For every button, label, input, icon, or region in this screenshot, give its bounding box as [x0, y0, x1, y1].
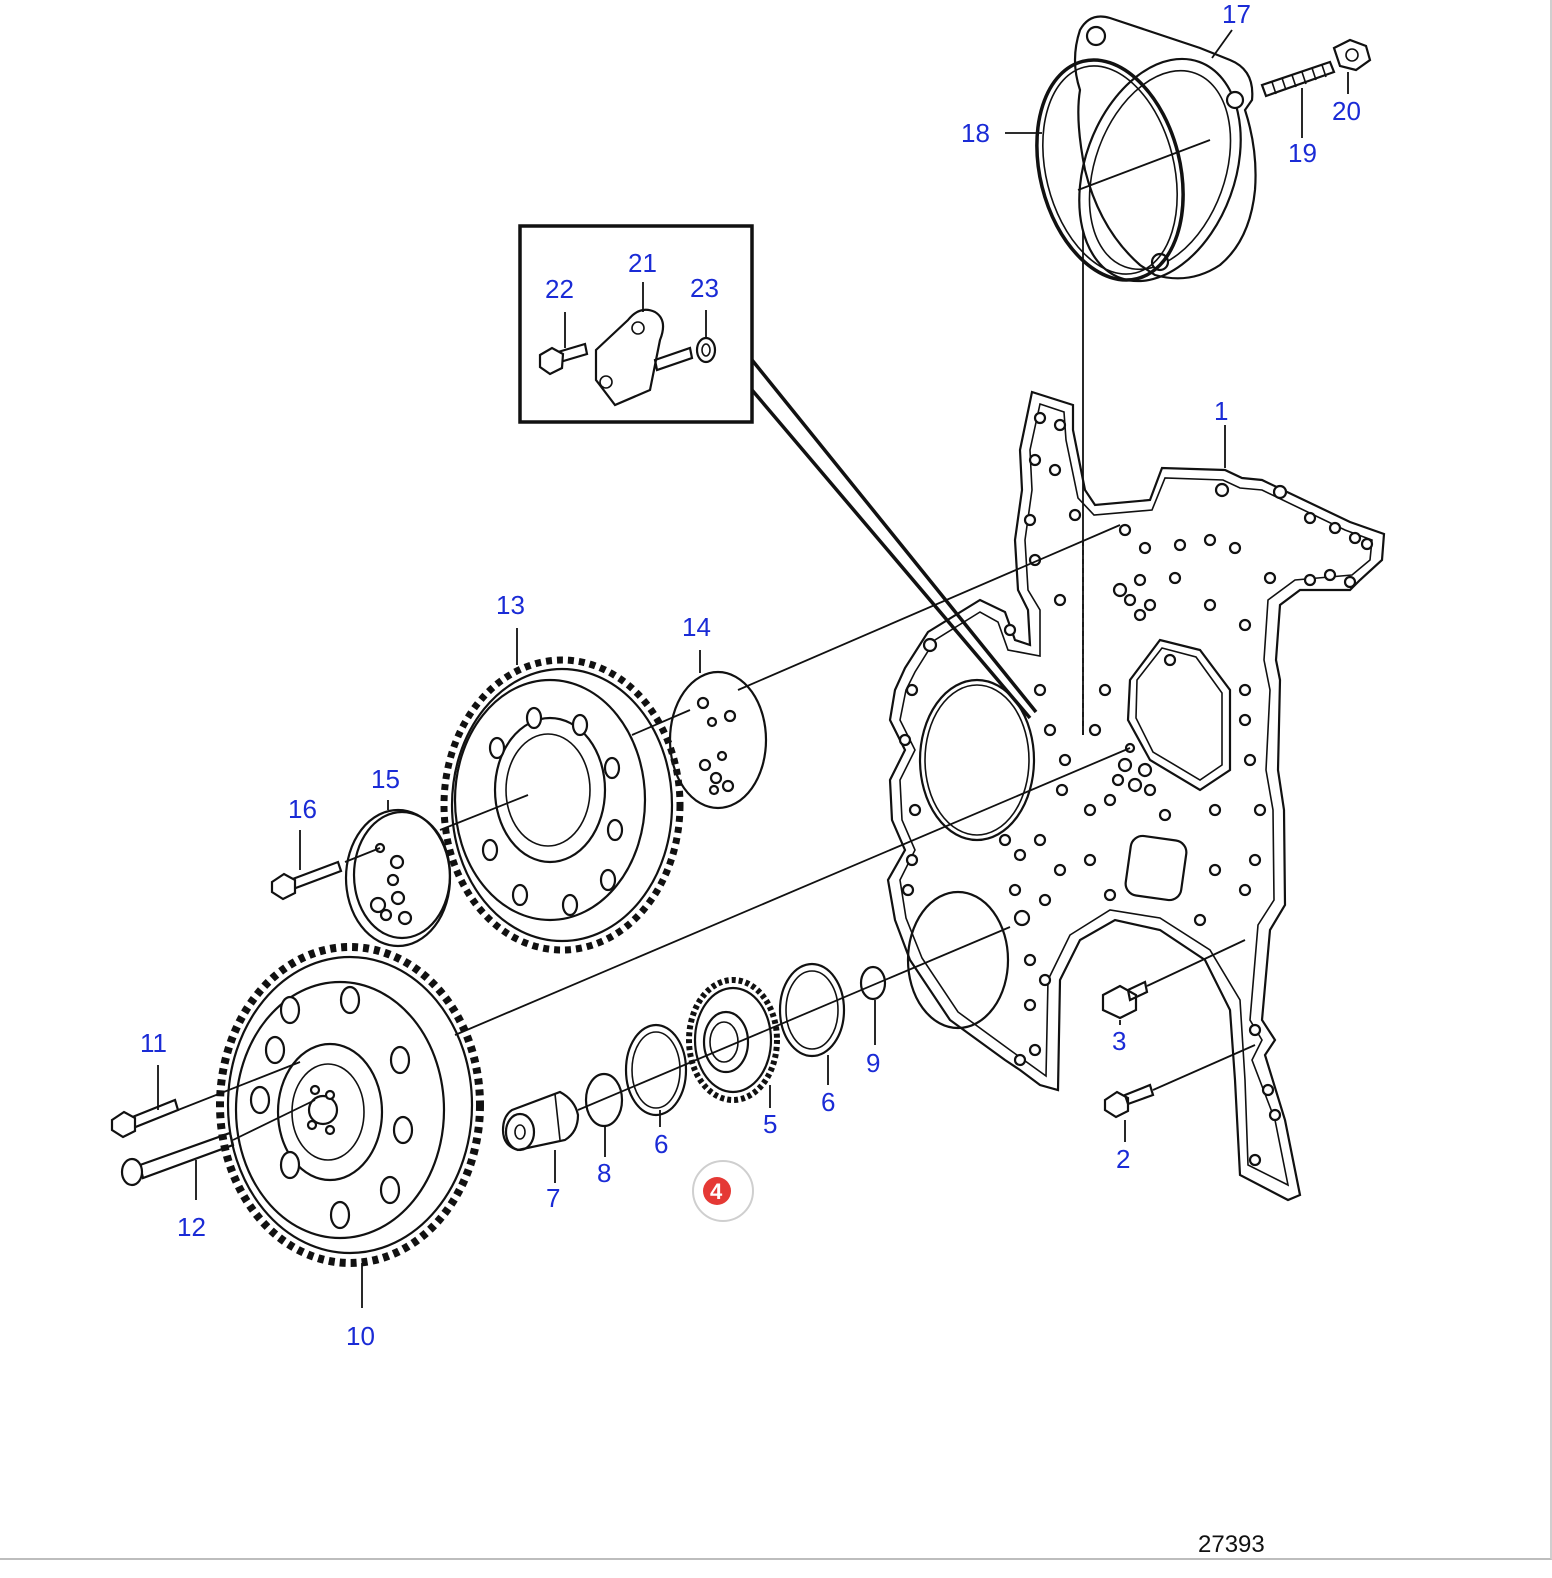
callout-18[interactable]: 18	[961, 118, 990, 148]
callout-21[interactable]: 21	[628, 248, 657, 278]
callout-leaders	[157, 29, 1349, 1308]
badge-label: 4	[710, 1179, 723, 1204]
callout-8[interactable]: 8	[597, 1158, 611, 1188]
badge-dot	[703, 1177, 731, 1205]
callout-1[interactable]: 1	[1214, 396, 1228, 426]
callout-9[interactable]: 9	[866, 1048, 880, 1078]
timing-plate-drawing	[886, 390, 1386, 1202]
figure-number: 27393	[1198, 1531, 1265, 1558]
upper-gear-assembly-drawing	[270, 524, 1121, 954]
callout-5[interactable]: 5	[763, 1109, 777, 1139]
lower-gear-assembly-drawing	[110, 747, 1131, 1267]
callout-15[interactable]: 15	[371, 764, 400, 794]
highlight-badge[interactable]: 4	[692, 1160, 754, 1222]
callout-20[interactable]: 20	[1332, 96, 1361, 126]
callout-12[interactable]: 12	[177, 1212, 206, 1242]
cover-drawing	[1035, 15, 1372, 735]
callout-6-right[interactable]: 6	[821, 1087, 835, 1117]
callout-3[interactable]: 3	[1112, 1026, 1126, 1056]
callout-16[interactable]: 16	[288, 794, 317, 824]
callout-14[interactable]: 14	[682, 612, 711, 642]
callout-13[interactable]: 13	[496, 590, 525, 620]
callout-17[interactable]: 17	[1222, 0, 1251, 29]
callout-labels: 1 2 3 5 6 6 7 8 9 10 11 12 13 14 15 16 1…	[140, 0, 1361, 1351]
shaft-parts-drawing	[501, 926, 1256, 1152]
callout-6-left[interactable]: 6	[654, 1129, 668, 1159]
callout-2[interactable]: 2	[1116, 1144, 1130, 1174]
callout-19[interactable]: 19	[1288, 138, 1317, 168]
callout-11[interactable]: 11	[140, 1028, 167, 1058]
callout-23[interactable]: 23	[690, 273, 719, 303]
callout-22[interactable]: 22	[545, 274, 574, 304]
callout-7[interactable]: 7	[546, 1183, 560, 1213]
inset-box-drawing	[518, 224, 1038, 720]
callout-10[interactable]: 10	[346, 1321, 375, 1351]
